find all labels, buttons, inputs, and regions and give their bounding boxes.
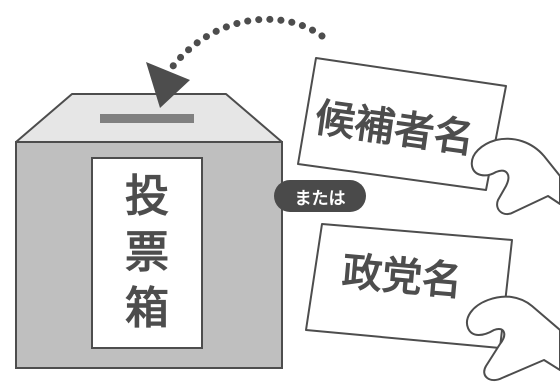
arrow-head (146, 62, 190, 108)
ballot-slot (100, 114, 194, 123)
hand-icon (470, 137, 560, 216)
ballot-box (15, 93, 283, 369)
or-badge: または (274, 180, 366, 212)
ballot-box-label-panel (91, 157, 203, 349)
ballot-box-label: 投 票 箱 (92, 158, 202, 348)
party-name-text: 政党名 (340, 249, 464, 306)
ballot-candidate (297, 57, 507, 191)
dotted-curved-arrow-icon (146, 15, 326, 108)
hand-icon (466, 295, 560, 382)
ballot-box-char-3: 箱 (125, 283, 169, 334)
ballot-box-char-2: 票 (125, 227, 169, 278)
ballot-box-char-1: 投 (125, 171, 169, 222)
